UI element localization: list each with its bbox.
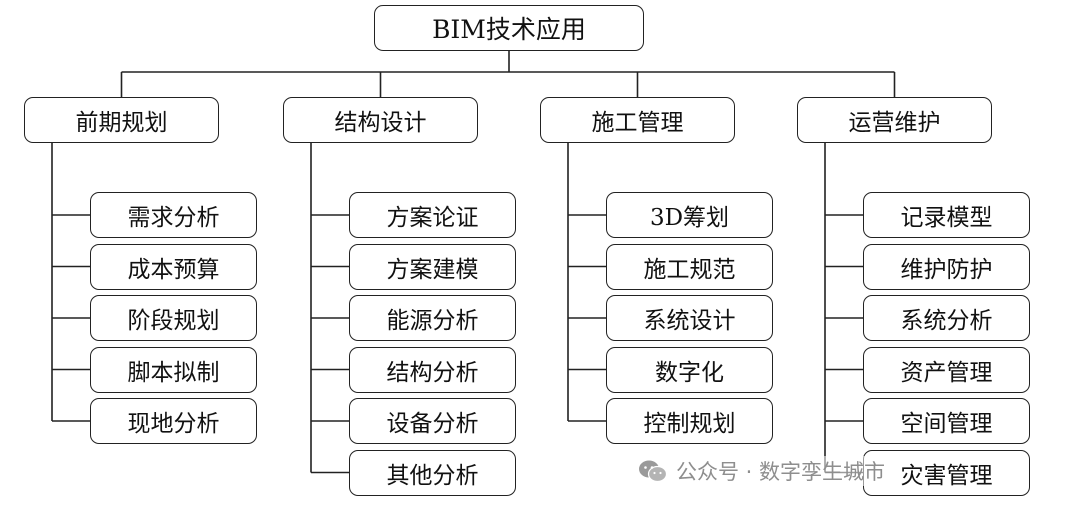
category-1-item-5: 现地分析 bbox=[90, 398, 257, 444]
category-3-item-2: 施工规范 bbox=[606, 243, 773, 290]
category-2-node: 结构设计 bbox=[283, 97, 478, 143]
category-3-item-1: 3D筹划 bbox=[606, 192, 773, 238]
category-2-item-5: 设备分析 bbox=[349, 398, 516, 444]
category-3-item-3: 系统设计 bbox=[606, 295, 773, 341]
category-4-item-4: 资产管理 bbox=[863, 346, 1030, 393]
category-3-item-5: 控制规划 bbox=[606, 398, 773, 444]
category-2-item-6: 其他分析 bbox=[349, 449, 516, 496]
category-1-item-1: 需求分析 bbox=[90, 192, 257, 238]
watermark: 公众号 · 数字孪生城市 bbox=[638, 456, 886, 486]
category-1-item-3: 阶段规划 bbox=[90, 295, 257, 341]
category-2-item-1: 方案论证 bbox=[349, 192, 516, 238]
category-3-node: 施工管理 bbox=[540, 97, 735, 143]
category-4-item-3: 系统分析 bbox=[863, 295, 1030, 341]
category-2-item-3: 能源分析 bbox=[349, 295, 516, 341]
wechat-icon bbox=[639, 460, 668, 483]
category-2-item-4: 结构分析 bbox=[349, 346, 516, 393]
category-4-item-5: 空间管理 bbox=[863, 398, 1030, 444]
category-3-item-4: 数字化 bbox=[606, 346, 773, 393]
category-4-node: 运营维护 bbox=[797, 97, 992, 143]
category-4-item-2: 维护防护 bbox=[863, 243, 1030, 290]
category-4-item-1: 记录模型 bbox=[863, 192, 1030, 238]
watermark-text: 公众号 · 数字孪生城市 bbox=[676, 460, 886, 484]
category-1-item-2: 成本预算 bbox=[90, 243, 257, 290]
category-2-item-2: 方案建模 bbox=[349, 243, 516, 290]
category-1-item-4: 脚本拟制 bbox=[90, 346, 257, 393]
category-4-item-6: 灾害管理 bbox=[863, 449, 1030, 496]
root-node: BIM技术应用 bbox=[374, 5, 644, 51]
category-1-node: 前期规划 bbox=[24, 97, 219, 143]
